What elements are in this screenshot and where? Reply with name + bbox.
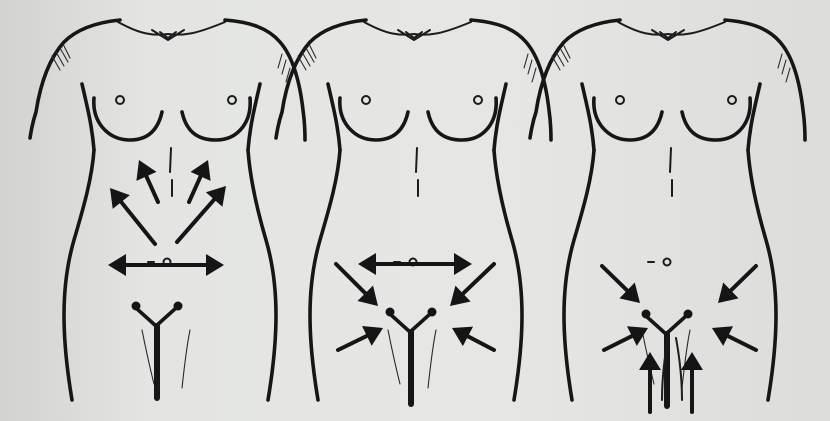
double-arrow-p1-1 xyxy=(108,254,224,276)
double-arrow-p2-1 xyxy=(358,253,472,275)
arrow-layer xyxy=(108,160,756,412)
torso-figure-2 xyxy=(276,20,551,404)
torso-figure-3 xyxy=(530,20,805,406)
arrow-p1-4 xyxy=(177,186,226,242)
arrow-p1-3 xyxy=(189,160,211,202)
arrow-p1-1 xyxy=(110,188,155,244)
arrow-p3-3 xyxy=(604,326,648,350)
arrow-p3-1 xyxy=(602,266,640,303)
torso-figure-1 xyxy=(30,20,305,400)
arrow-p2-3 xyxy=(338,326,383,350)
arrow-p3-5 xyxy=(639,352,661,412)
arrow-p3-4 xyxy=(712,326,756,350)
arrow-p3-6 xyxy=(681,352,703,412)
arrow-p1-2 xyxy=(136,160,158,202)
leg-line-right xyxy=(676,338,682,400)
arrow-p2-4 xyxy=(452,327,494,350)
arrow-p3-2 xyxy=(718,266,756,303)
